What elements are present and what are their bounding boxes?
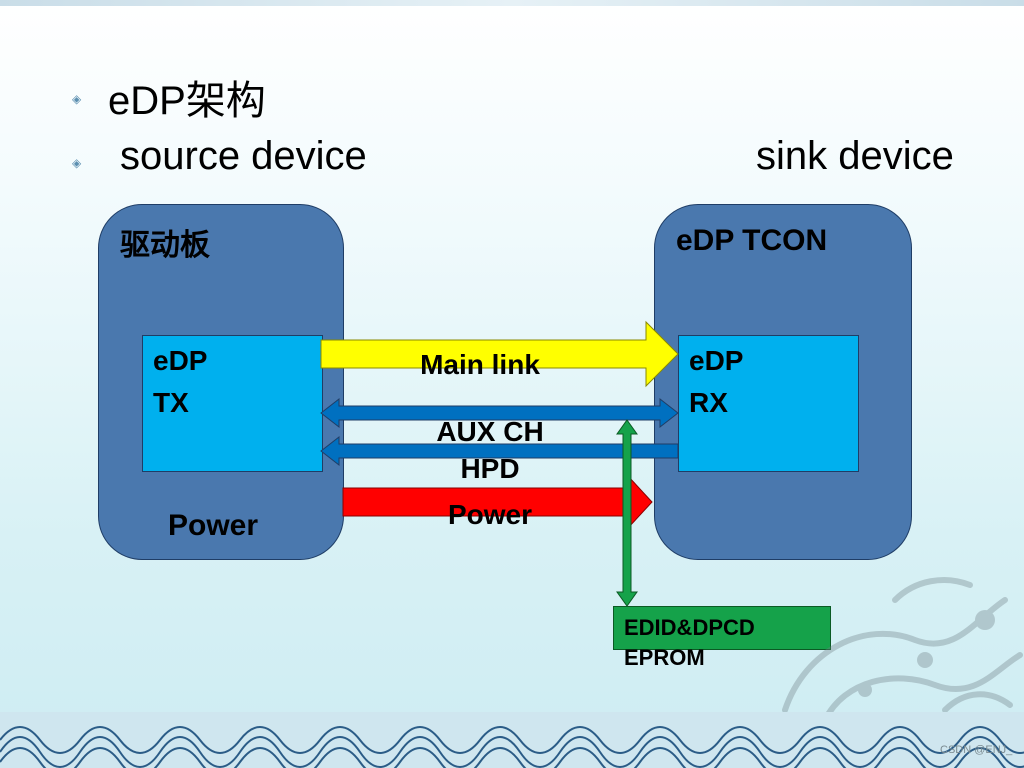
source-device-heading: source device xyxy=(120,134,367,178)
edp-rx-block xyxy=(678,335,859,472)
main-link-label: Main link xyxy=(420,349,540,380)
sink-device-heading: sink device xyxy=(756,134,954,178)
wave-border-decoration xyxy=(0,712,1024,768)
source-board-title: 驱动板 xyxy=(120,229,210,262)
diamond-bullet-icon: ◈ xyxy=(72,156,82,170)
slide-title: eDP架构 xyxy=(108,79,266,123)
sink-tcon-title: eDP TCON xyxy=(676,224,828,257)
hpd-arrow xyxy=(320,435,679,467)
top-border xyxy=(0,0,1024,6)
aux-ch-arrow xyxy=(320,397,679,429)
source-power-label: Power xyxy=(168,509,259,542)
main-link-arrow xyxy=(320,320,679,388)
eeprom-label-line2: EPROM xyxy=(624,645,705,670)
power-link-label: Power xyxy=(448,499,532,530)
eeprom-label: EDID&DPCD EPROM xyxy=(624,613,755,673)
edp-tx-label: eDP TX xyxy=(153,340,207,424)
watermark-text: CSDN @ENJ_ xyxy=(940,744,1013,756)
edp-rx-line1: eDP xyxy=(689,345,744,376)
diamond-bullet-icon: ◈ xyxy=(72,92,82,106)
edp-tx-line2: TX xyxy=(153,387,189,418)
hpd-label: HPD xyxy=(460,453,519,484)
eeprom-block: EDID&DPCD EPROM xyxy=(613,606,831,670)
edp-rx-label: eDP RX xyxy=(689,340,743,424)
dragon-decoration-icon xyxy=(782,577,1023,723)
edp-tx-block xyxy=(142,335,323,472)
eeprom-label-line1: EDID&DPCD xyxy=(624,615,755,640)
aux-ch-label: AUX CH xyxy=(436,416,543,447)
edp-rx-line2: RX xyxy=(689,387,728,418)
edp-tx-line1: eDP xyxy=(153,345,208,376)
